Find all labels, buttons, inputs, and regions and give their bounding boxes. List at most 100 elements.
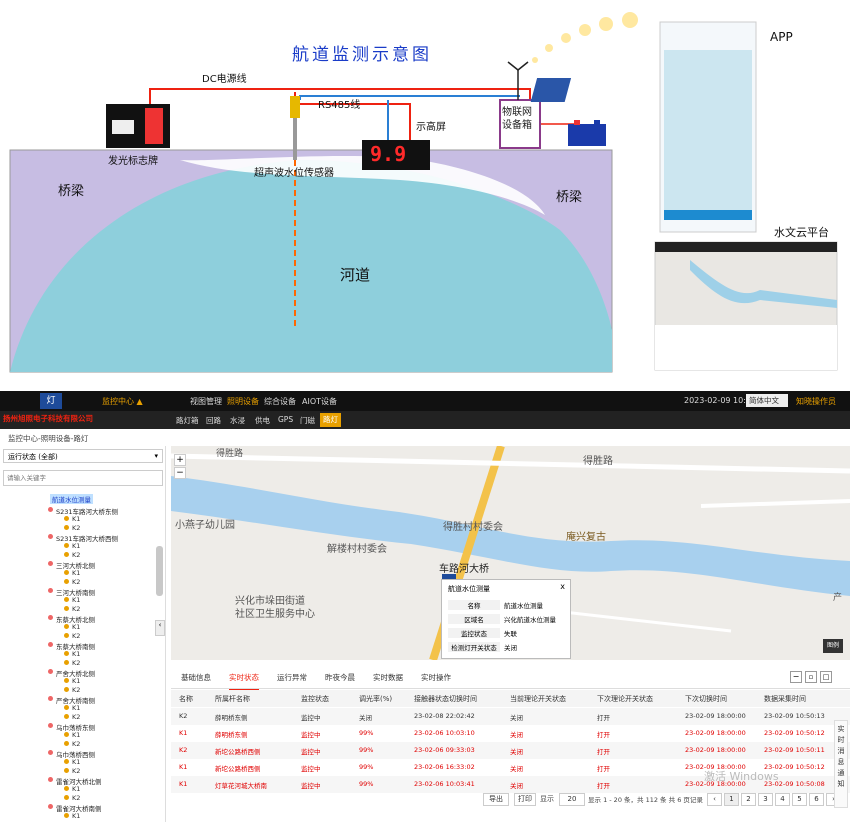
table-cell: 99% [359,746,374,754]
table-cell: 99% [359,729,374,737]
subnav-lamp[interactable]: 路灯 [320,413,341,427]
subnav-loop[interactable]: 回路 [206,416,221,425]
subnav-door[interactable]: 门磁 [300,416,315,425]
column-header[interactable]: 名称 [179,695,193,703]
search-input[interactable] [3,470,163,486]
tree-leaf[interactable]: K2 [72,578,81,586]
tree-node[interactable]: S231车路河大桥西侧 [56,535,119,543]
tree-leaf[interactable]: K1 [72,596,81,604]
subnav-box[interactable]: 路灯箱 [176,416,199,425]
map-view[interactable]: 得胜路 得胜路 得胜村村委会 庵兴复古 小燕子幼儿园 解楼村村委会 车路河大桥 … [171,446,850,660]
user-menu[interactable]: 知晓操作员 [796,397,836,406]
maximize-icon[interactable]: □ [820,671,832,683]
bulb-icon [64,516,69,521]
column-header[interactable]: 调光率(%) [359,695,393,703]
tree-leaf[interactable]: K1 [72,542,81,550]
tree-leaf[interactable]: K1 [72,731,81,739]
language-select[interactable]: 简体中文 [746,394,788,407]
tree-node[interactable]: 乌巾荡桥东侧 [56,724,95,732]
tree-node[interactable]: 雷雀河大桥北侧 [56,778,102,786]
page-button[interactable]: 4 [775,793,790,806]
folder-icon [48,507,53,512]
restore-icon[interactable]: ▫ [805,671,817,683]
tab-2[interactable]: 运行异常 [277,673,307,682]
zoom-in-button[interactable]: + [174,454,186,466]
subnav-gps[interactable]: GPS [278,415,294,424]
popup-close-icon[interactable]: x [560,582,565,591]
tree-leaf[interactable]: K1 [72,812,81,820]
tree-leaf[interactable]: K2 [72,713,81,721]
tree-node[interactable]: 三河大桥南侧 [56,589,95,597]
page-button[interactable]: 3 [758,793,773,806]
tree-leaf[interactable]: K1 [72,623,81,631]
tree-leaf[interactable]: K1 [72,704,81,712]
tree-node[interactable]: 严舍大桥南侧 [56,697,95,705]
tree-node[interactable]: 乌巾荡桥西侧 [56,751,95,759]
page-button[interactable]: ‹ [707,793,722,806]
tree-leaf[interactable]: K1 [72,677,81,685]
column-header[interactable]: 监控状态 [301,695,329,703]
tree-node[interactable]: 东蔡大桥北侧 [56,616,95,624]
nav-aiot[interactable]: AIOT设备 [302,397,338,406]
tree-leaf[interactable]: K1 [72,650,81,658]
display-label: 示高屏 [416,122,446,133]
table-header-row [171,690,850,707]
tree-leaf[interactable]: K2 [72,632,81,640]
tree-leaf[interactable]: K2 [72,551,81,559]
tree-leaf[interactable]: K2 [72,524,81,532]
tree-leaf[interactable]: K2 [72,767,81,775]
tree-leaf[interactable]: K1 [72,785,81,793]
tab-3[interactable]: 昨夜今晨 [325,673,355,682]
column-header[interactable]: 下次理论开关状态 [597,695,653,703]
tree-leaf[interactable]: K2 [72,794,81,802]
realtime-notice-tab[interactable]: 实时消息通知 [834,720,848,808]
tree-leaf[interactable]: K2 [72,686,81,694]
column-header[interactable]: 所属杆名称 [215,695,250,703]
page-button[interactable]: 2 [741,793,756,806]
subnav-water[interactable]: 水浸 [230,416,245,425]
page-button[interactable]: 1 [724,793,739,806]
tree-leaf[interactable]: K1 [72,515,81,523]
tree-leaf[interactable]: K1 [72,569,81,577]
tree-node[interactable]: 严舍大桥北侧 [56,670,95,678]
minimize-icon[interactable]: − [790,671,802,683]
sensor-label: 超声波水位传感器 [254,168,334,179]
column-header[interactable]: 接触器状态切换时间 [414,695,477,703]
tab-5[interactable]: 实时操作 [421,673,451,682]
page-button[interactable]: 6 [809,793,824,806]
page-button[interactable]: 5 [792,793,807,806]
nav-integrated[interactable]: 综合设备 [264,397,296,406]
subnav-power[interactable]: 供电 [255,416,270,425]
zoom-out-button[interactable]: − [174,467,186,479]
print-button[interactable]: 打印 [514,793,536,806]
tab-4[interactable]: 实时数据 [373,673,403,682]
legend-button[interactable]: 图例 [823,639,843,653]
nav-view-manage[interactable]: 视图管理 [190,397,222,406]
tree-node[interactable]: 雷雀河大桥南侧 [56,805,102,813]
tree-leaf[interactable]: K2 [72,740,81,748]
status-select[interactable]: 运行状态 (全部)▾ [3,449,163,463]
monitor-center-menu[interactable]: 监控中心 ▲ [102,397,143,406]
column-header[interactable]: 数据采集时间 [764,695,806,703]
tree-scrollbar[interactable] [156,546,163,596]
export-button[interactable]: 导出 [483,793,509,806]
tree-leaf[interactable]: K1 [72,758,81,766]
tree-leaf[interactable]: K2 [72,605,81,613]
page-size-select[interactable]: 20 [559,793,585,806]
nav-lighting[interactable]: 照明设备 [227,397,259,406]
tree-root[interactable]: 航道水位测量 [50,494,93,504]
bulb-icon [64,606,69,611]
column-header[interactable]: 当前理论开关状态 [510,695,566,703]
tab-0[interactable]: 基础信息 [181,673,211,682]
collapse-left-button[interactable]: ‹ [155,620,165,636]
tree-node[interactable]: 东蔡大桥南侧 [56,643,95,651]
tree-node[interactable]: 三河大桥北侧 [56,562,95,570]
tree-node[interactable]: S231车路河大桥东侧 [56,508,119,516]
tree-leaf[interactable]: K2 [72,659,81,667]
column-header[interactable]: 下次切换时间 [685,695,727,703]
